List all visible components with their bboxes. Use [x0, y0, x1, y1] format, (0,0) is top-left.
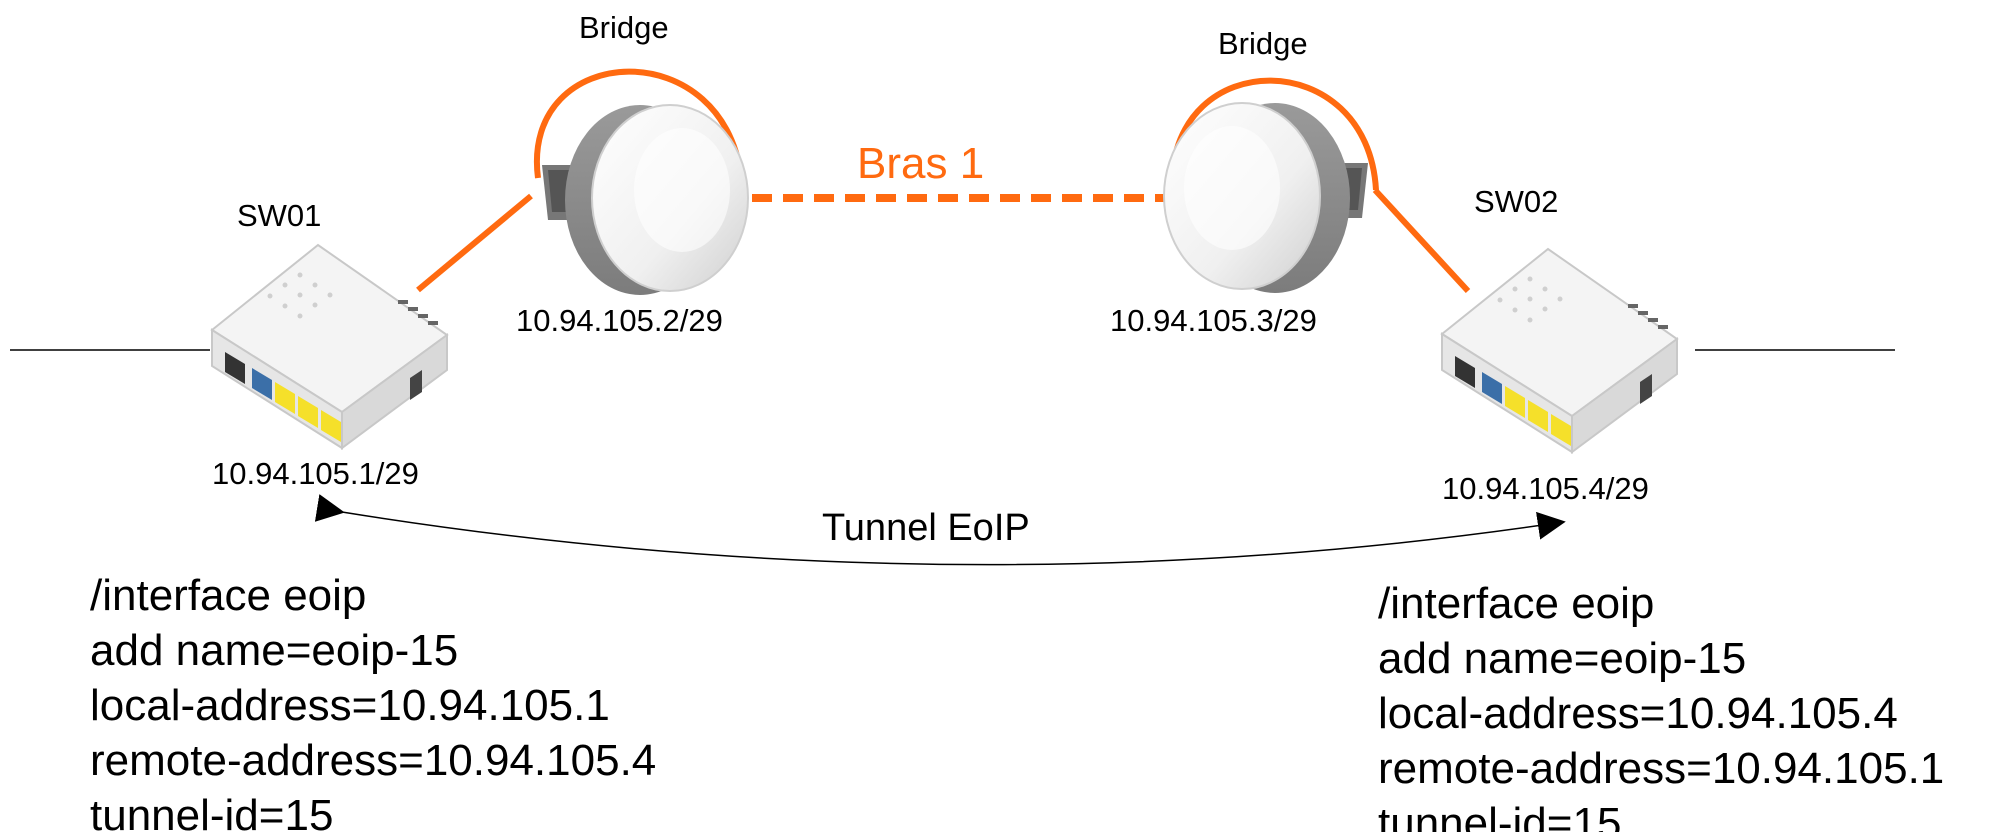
config-right-line: local-address=10.94.105.4 — [1378, 689, 1898, 738]
tunnel-label: Tunnel EoIP — [822, 507, 1030, 549]
sw01-ip: 10.94.105.1/29 — [212, 456, 419, 491]
sw02-name: SW02 — [1474, 184, 1559, 219]
config-right-line: /interface eoip — [1378, 579, 1655, 628]
bridge-label-left: Bridge — [579, 10, 669, 45]
sw01-name: SW01 — [237, 198, 322, 233]
cable-antenna-sw02 — [1372, 187, 1471, 294]
config-left-line: local-address=10.94.105.1 — [90, 681, 610, 730]
config-left-line: /interface eoip — [90, 571, 367, 620]
tunnel-curve — [314, 494, 1566, 566]
bridge-arc-left — [533, 68, 745, 186]
config-left-line: remote-address=10.94.105.4 — [90, 736, 657, 785]
dish-antenna-icon — [1163, 102, 1368, 293]
config-left-line: add name=eoip-15 — [90, 626, 459, 675]
router-switch-icon — [210, 243, 449, 450]
sw02-ip: 10.94.105.4/29 — [1442, 471, 1649, 506]
config-left: /interface eoip add name=eoip-15 local-a… — [90, 568, 656, 832]
wireless-link-label: Bras 1 — [857, 139, 985, 188]
router-switch-icon — [1440, 247, 1679, 454]
config-right-line: add name=eoip-15 — [1378, 634, 1747, 683]
bridge-label-right: Bridge — [1218, 26, 1308, 61]
antenna-left-ip: 10.94.105.2/29 — [516, 303, 723, 338]
config-left-line: tunnel-id=15 — [90, 791, 334, 832]
dish-antenna-icon — [542, 104, 749, 295]
antenna-right-ip: 10.94.105.3/29 — [1110, 303, 1317, 338]
config-right: /interface eoip add name=eoip-15 local-a… — [1378, 576, 1944, 832]
cable-sw01-antenna — [416, 193, 533, 293]
config-right-line: remote-address=10.94.105.1 — [1378, 744, 1945, 793]
config-right-line: tunnel-id=15 — [1378, 799, 1622, 832]
